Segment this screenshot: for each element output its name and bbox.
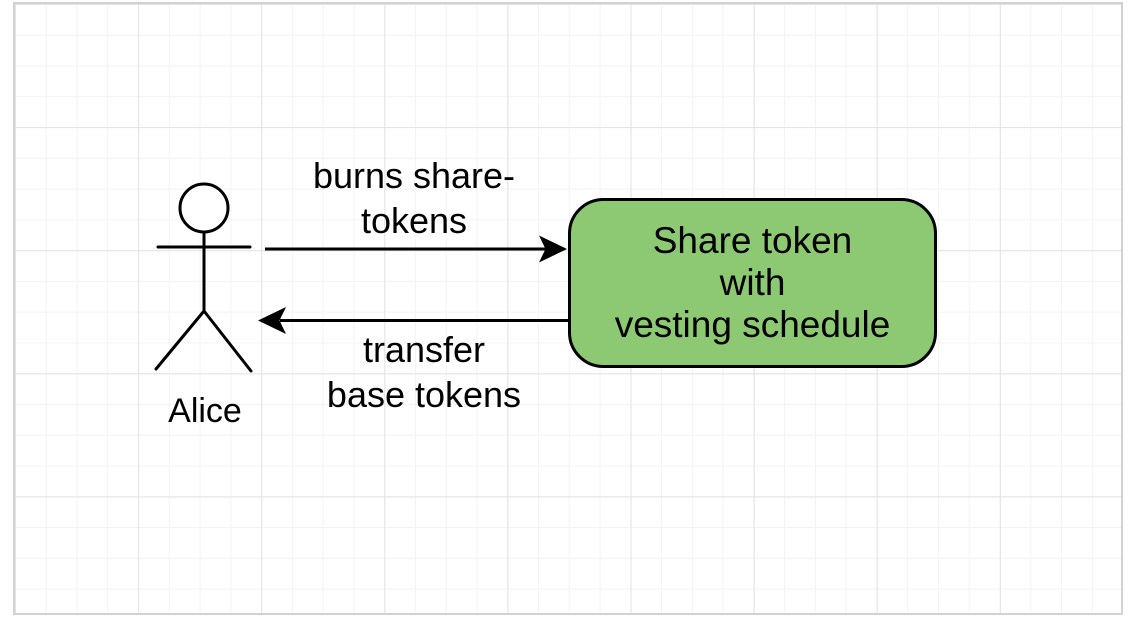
- node-share-token-box[interactable]: [568, 198, 937, 368]
- node-share-token-label[interactable]: Share token with vesting schedule: [614, 220, 891, 345]
- arrowhead-left-icon: [258, 307, 286, 334]
- arrowhead-right-icon: [539, 235, 567, 263]
- edge-burns-label[interactable]: burns share- tokens: [312, 155, 516, 241]
- actor-leg-right: [202, 309, 253, 373]
- edge-burns-arrow[interactable]: [265, 235, 567, 263]
- edge-transfer-label[interactable]: transfer base tokens: [326, 329, 522, 415]
- actor-name-label[interactable]: Alice: [168, 392, 242, 430]
- actor-leg-left: [154, 309, 206, 371]
- edge-transfer-arrow[interactable]: [258, 307, 568, 334]
- actor-figure[interactable]: [154, 182, 253, 373]
